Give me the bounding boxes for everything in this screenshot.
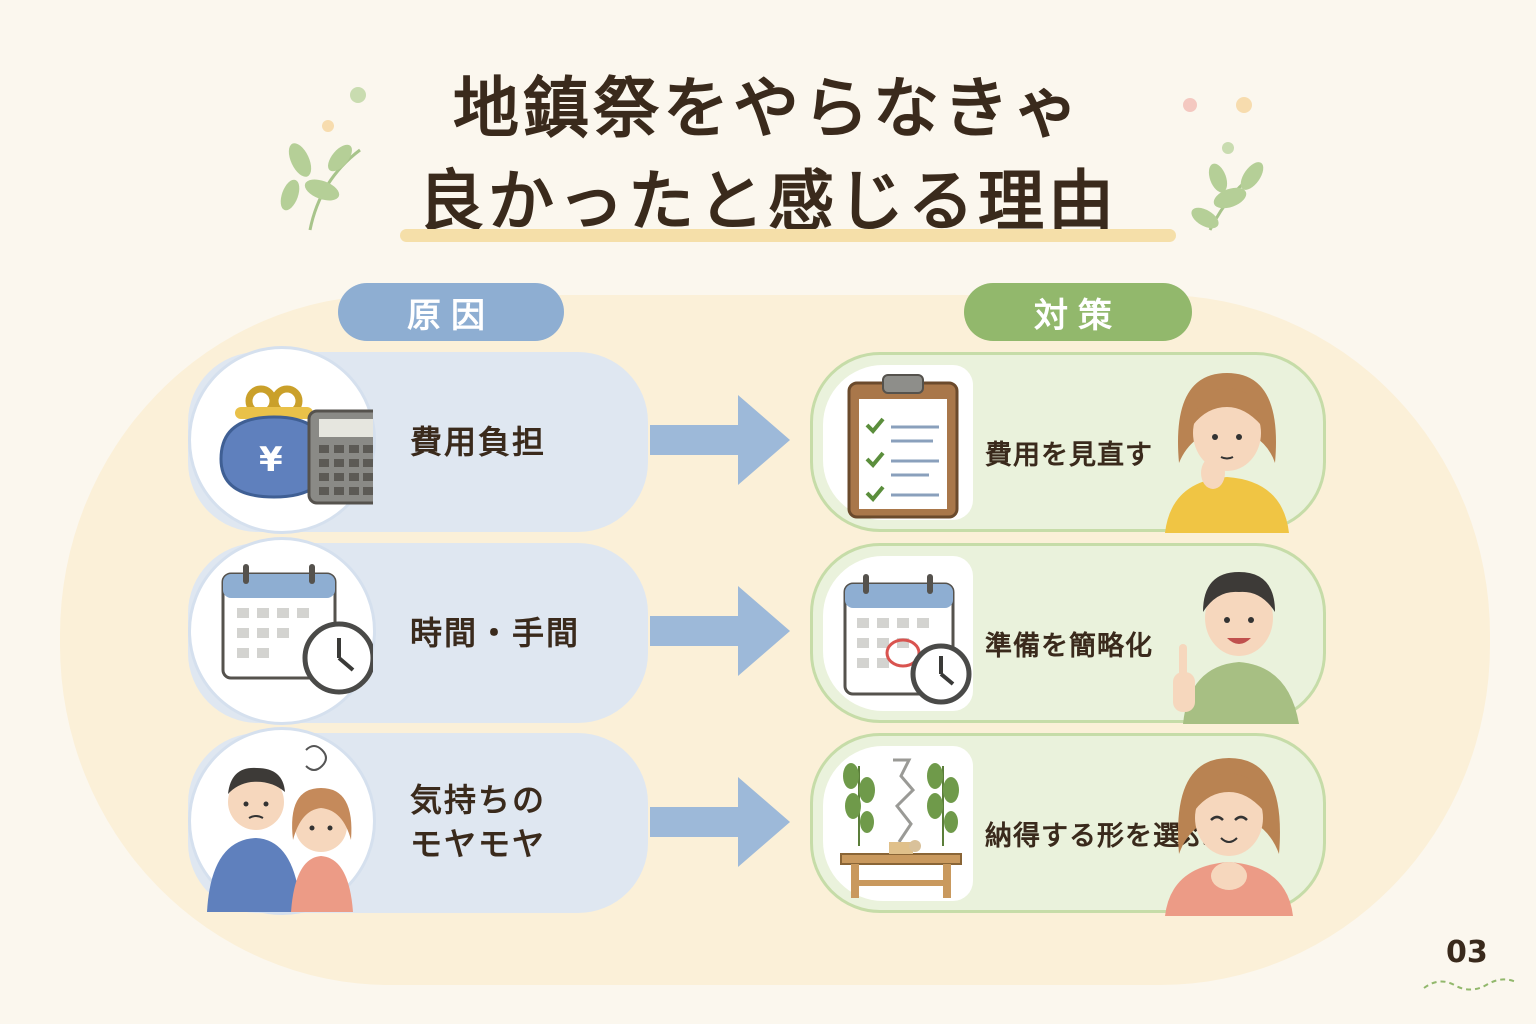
measure-card-3: 納得する形を選ぶ [810, 733, 1326, 916]
measure-card-1: 費用を見直す [810, 352, 1326, 533]
arrow-right-icon [650, 395, 790, 485]
cause-icon-circle: ¥ [188, 346, 385, 534]
measure-label-2: 準備を簡略化 [985, 631, 1153, 662]
cause-label-3: 気持ちの モヤモヤ [410, 781, 547, 863]
cause-icon-circle [188, 727, 376, 915]
shrine-altar-icon [840, 758, 962, 898]
page-number: 03 [1446, 935, 1488, 970]
pointing-man-icon [1173, 572, 1299, 724]
thinking-woman-icon [1165, 373, 1289, 533]
measure-icon-box [823, 556, 973, 711]
cause-card-2: 時間・手間 [188, 537, 648, 725]
title-underline [400, 229, 1176, 242]
calendar-clock-icon [221, 564, 376, 695]
page-title-line1: 地鎮祭をやらなきゃ [453, 70, 1083, 147]
leaf-decoration-right [1183, 97, 1264, 231]
measure-icon-box [823, 365, 973, 520]
page-number-wave-decoration [1423, 978, 1517, 991]
measure-icon-box [823, 746, 973, 901]
cause-card-3: 気持ちの モヤモヤ [188, 727, 648, 915]
measure-header: 対策 [964, 283, 1192, 341]
arrow-right-icon [650, 777, 790, 867]
cause-card-1: ¥ 費用負担 [188, 346, 648, 534]
measure-label-1: 費用を見直す [985, 440, 1153, 471]
arrow-right-icon [650, 586, 790, 676]
wallet-calculator-icon: ¥ [219, 385, 385, 505]
page-title-line2: 良かったと感じる理由 [418, 163, 1118, 240]
leaf-decoration-left [280, 87, 366, 231]
cause-icon-circle [188, 537, 376, 725]
measure-label-3: 納得する形を選ぶ [985, 821, 1209, 852]
calendar-clock-icon [843, 574, 972, 705]
smiling-woman-icon [1165, 758, 1293, 916]
checklist-clipboard-icon [847, 374, 959, 519]
svg-text:¥: ¥ [259, 440, 283, 480]
measure-card-2: 準備を簡略化 [810, 543, 1326, 724]
cause-header: 原因 [338, 283, 564, 341]
cause-label-2: 時間・手間 [410, 614, 581, 652]
cause-label-1: 費用負担 [410, 423, 547, 461]
worried-couple-icon [207, 745, 353, 912]
